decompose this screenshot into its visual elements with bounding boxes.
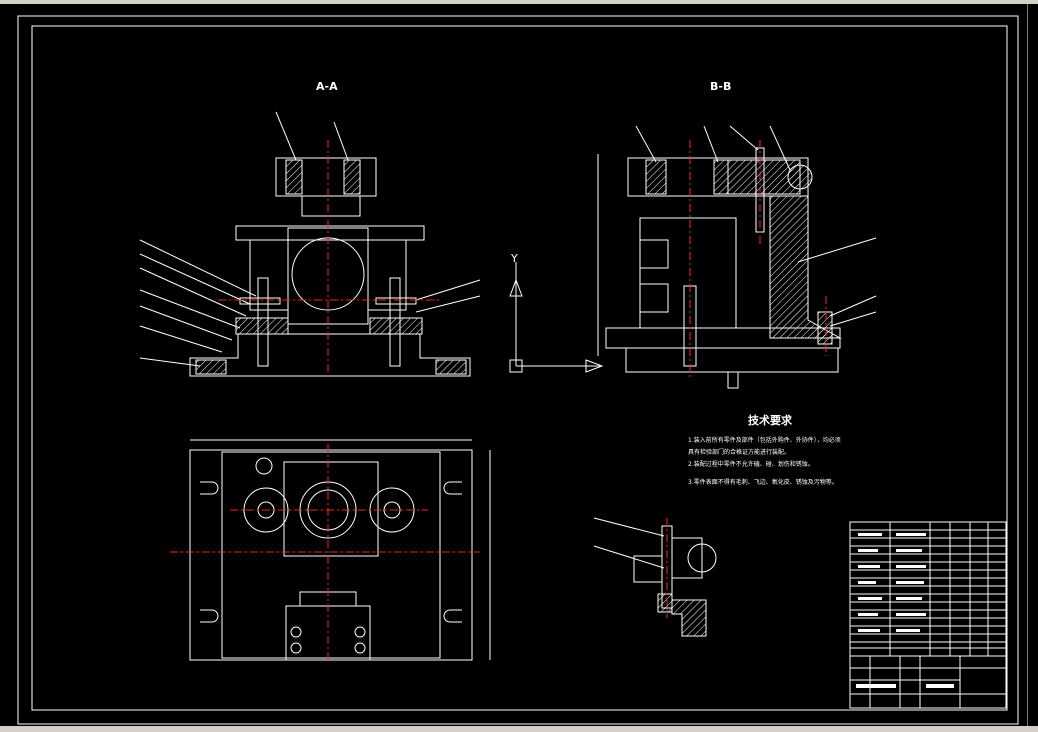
view-section-bb: B-B	[597, 80, 877, 389]
view-label-bb: B-B	[710, 80, 731, 93]
inner-frame	[31, 25, 1008, 711]
view-plan	[170, 439, 491, 661]
technical-requirements: 技术要求 1.装入前所有零件及部件（包括外购件、外协件），均必须 具有检验部门的…	[688, 413, 841, 486]
axis-label-y: Y	[510, 252, 518, 265]
tech-req-line-1: 1.装入前所有零件及部件（包括外购件、外协件），均必须	[688, 436, 841, 444]
tech-req-line-2: 具有检验部门的合格证方能进行装配。	[688, 448, 790, 456]
tech-req-line-4: 3.零件表面不得有毛刺、飞边、氧化皮、锈蚀及污物等。	[688, 478, 838, 486]
view-detail	[593, 517, 717, 637]
tech-req-line-3: 2.装配过程中零件不允许磕、碰、划伤和锈蚀。	[688, 460, 814, 468]
outer-frame	[17, 15, 1019, 725]
coordinate-axis: Y	[509, 252, 604, 373]
title-block	[849, 521, 1007, 709]
vertical-scrollbar[interactable]	[1027, 4, 1038, 726]
view-section-aa: A-A	[139, 80, 481, 378]
window-top-edge	[0, 0, 1038, 4]
status-bar	[0, 726, 1038, 732]
view-label-aa: A-A	[316, 80, 338, 93]
tech-req-heading: 技术要求	[748, 413, 793, 427]
